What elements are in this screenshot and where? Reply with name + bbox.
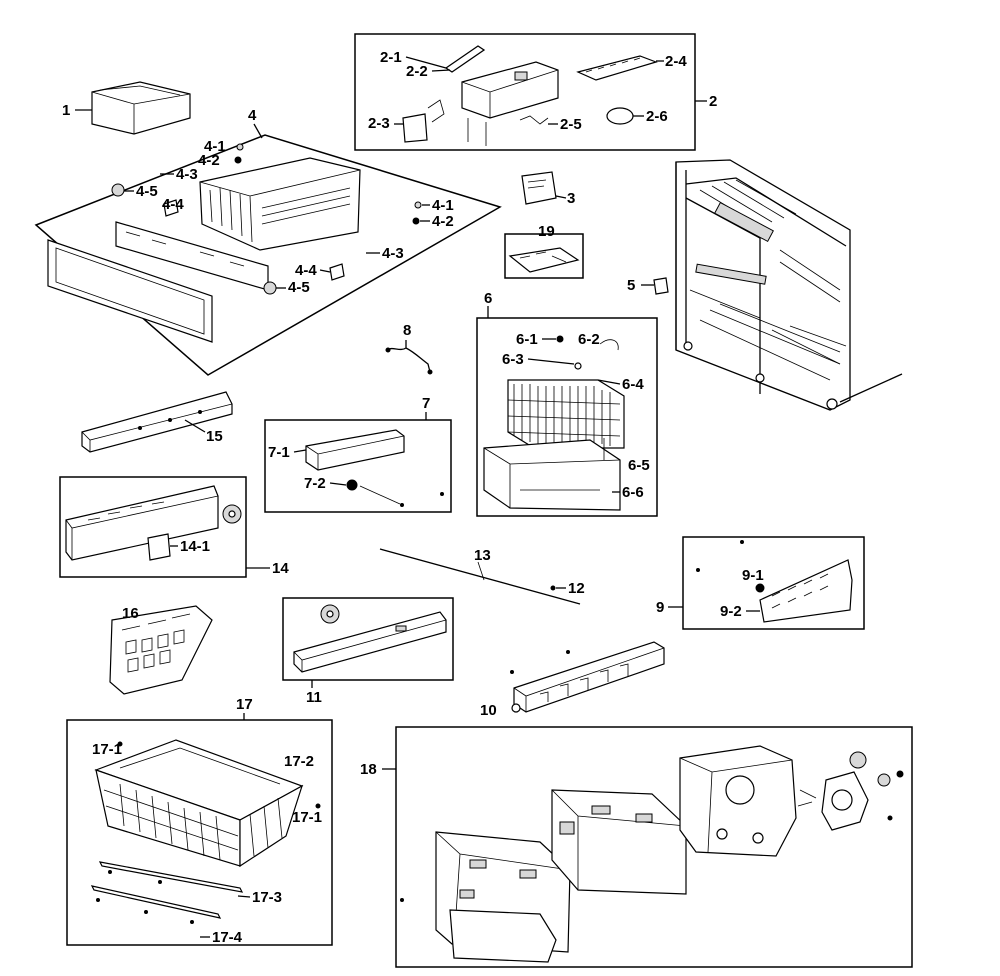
label-16: 16	[122, 605, 139, 622]
label-19: 19	[538, 223, 555, 240]
label-2-1: 2-1	[380, 49, 402, 66]
label-2-4: 2-4	[665, 53, 687, 70]
label-6-1: 6-1	[516, 331, 538, 348]
label-9-2: 9-2	[720, 603, 742, 620]
part-16-cover	[109, 605, 213, 695]
label-13: 13	[474, 547, 491, 564]
label-15: 15	[206, 428, 223, 445]
part-14-assembly	[65, 485, 242, 561]
label-7-1: 7-1	[268, 444, 290, 461]
box-19	[504, 233, 584, 279]
part-5-small-part	[641, 277, 669, 295]
part-18-panel-assembly	[400, 745, 904, 963]
part-17-basket-assembly	[90, 739, 321, 924]
label-4-5a: 4-5	[136, 183, 158, 200]
label-4: 4	[248, 107, 257, 124]
label-6: 6	[484, 290, 492, 307]
part-4-drawer-assembly	[47, 143, 422, 343]
label-9-1: 9-1	[742, 567, 764, 584]
part-1-cover	[75, 81, 191, 135]
label-8: 8	[403, 322, 411, 339]
label-4-1a: 4-1	[204, 138, 226, 155]
part-13-rod	[379, 548, 581, 605]
label-9: 9	[656, 599, 664, 616]
label-17-1b: 17-1	[292, 809, 322, 826]
label-6-4: 6-4	[622, 376, 644, 393]
label-2-2: 2-2	[406, 63, 428, 80]
label-10: 10	[480, 702, 497, 719]
label-14: 14	[272, 560, 289, 577]
label-1: 1	[62, 102, 70, 119]
label-4-2a: 4-2	[198, 152, 220, 169]
part-19-module	[508, 247, 580, 273]
label-6-2: 6-2	[578, 331, 600, 348]
part-10-rail	[510, 641, 665, 713]
label-7-2: 7-2	[304, 475, 326, 492]
part-cabinet	[675, 159, 903, 411]
box-9	[682, 536, 865, 630]
box-4-drawer	[34, 134, 502, 376]
part-8-wire-harness	[385, 340, 433, 375]
label-18: 18	[360, 761, 377, 778]
part-6-evaporator-assembly	[483, 335, 625, 511]
part-11-assembly	[293, 604, 447, 673]
label-2: 2	[709, 93, 717, 110]
box-14	[59, 476, 247, 578]
label-17-4: 17-4	[212, 929, 243, 946]
label-11: 11	[306, 689, 322, 706]
part-7-assembly	[305, 429, 444, 507]
label-12: 12	[568, 580, 585, 597]
part-labels: 1 2 2-1 2-2 2-3 2-4 2-5 2-6 3 4 4-1 4-2 …	[62, 49, 764, 946]
box-6-evaporator	[476, 317, 658, 517]
label-6-3: 6-3	[502, 351, 524, 368]
part-15-bracket	[81, 391, 233, 453]
label-5: 5	[627, 277, 635, 294]
label-14-1: 14-1	[180, 538, 210, 555]
label-4-4a: 4-4	[162, 196, 184, 213]
label-3: 3	[567, 190, 575, 207]
label-17-1a: 17-1	[92, 741, 122, 758]
part-2-ice-maker-assembly	[402, 45, 658, 146]
label-17-3: 17-3	[252, 889, 282, 906]
label-4-3b: 4-3	[382, 245, 404, 262]
label-2-3: 2-3	[368, 115, 390, 132]
box-7	[264, 419, 452, 513]
label-6-5: 6-5	[628, 457, 650, 474]
label-2-6: 2-6	[646, 108, 668, 125]
box-18-panel	[395, 726, 913, 968]
label-7: 7	[422, 395, 430, 412]
label-4-5b: 4-5	[288, 279, 310, 296]
part-9-assembly	[696, 540, 853, 623]
label-4-2b: 4-2	[432, 213, 454, 230]
label-17-2: 17-2	[284, 753, 314, 770]
box-2-ice-maker	[354, 33, 696, 151]
part-12-screw	[550, 585, 566, 591]
label-2-5: 2-5	[560, 116, 582, 133]
label-6-6: 6-6	[622, 484, 644, 501]
label-4-4b: 4-4	[295, 262, 317, 279]
part-3-small-cover	[521, 171, 567, 205]
box-11	[282, 597, 454, 681]
label-17: 17	[236, 696, 253, 713]
label-4-3a: 4-3	[176, 166, 198, 183]
box-17-basket	[66, 719, 333, 946]
label-4-1b: 4-1	[432, 197, 454, 214]
